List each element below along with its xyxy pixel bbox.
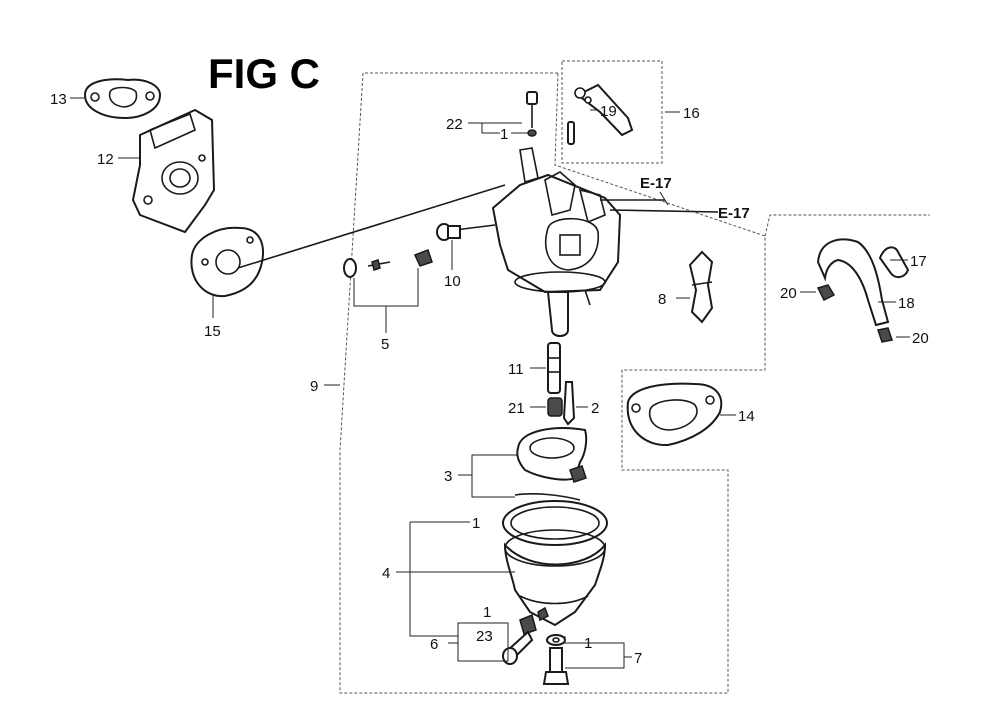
callout-18: 18	[898, 295, 915, 312]
callout-11: 11	[508, 361, 524, 378]
callout-17: 17	[910, 253, 927, 270]
part-15-gasket	[190, 184, 506, 298]
callout-3: 3	[444, 468, 452, 485]
carburetor-body	[454, 147, 719, 337]
callout-10: 10	[444, 273, 461, 290]
part-11-jet	[547, 342, 561, 394]
callout-16: 16	[683, 105, 700, 122]
reference-e17-upper: E-17	[640, 175, 672, 192]
part-19-pin	[567, 121, 575, 145]
part-21-nozzle	[547, 397, 563, 417]
part-5-pilot-screw-set	[343, 249, 433, 278]
callout-1-drain: 1	[483, 604, 491, 621]
part-10-screw	[436, 223, 461, 241]
callout-2: 2	[591, 400, 599, 417]
part-7-bolt	[542, 634, 570, 685]
callout-6: 6	[430, 636, 438, 653]
part-4-float-chamber	[502, 500, 608, 627]
callout-1-gasket: 1	[472, 515, 480, 532]
callout-19: 19	[600, 103, 617, 120]
callout-22: 22	[446, 116, 463, 133]
part-14-gasket	[626, 382, 723, 447]
part-12-bracket	[131, 108, 216, 234]
callout-9: 9	[310, 378, 318, 395]
callout-20-right: 20	[912, 330, 929, 347]
part-6-drain-screw	[502, 613, 537, 665]
callout-7: 7	[634, 650, 642, 667]
reference-e17-lower: E-17	[718, 205, 750, 222]
callout-23: 23	[476, 628, 493, 645]
hose-group-boundary	[764, 214, 930, 237]
part-8-clip	[688, 250, 714, 324]
callout-labels: 13 12 15 22 1 19 16 E-17 E-17 10 5 8 9 1…	[50, 91, 929, 667]
part-20-clamp	[816, 284, 893, 343]
part-17-hose	[878, 246, 910, 278]
callout-13: 13	[50, 91, 67, 108]
callout-12: 12	[97, 151, 114, 168]
part-13-gasket	[83, 78, 162, 120]
callout-15: 15	[204, 323, 221, 340]
part-16-choke-lever	[574, 83, 634, 137]
callout-14: 14	[738, 408, 755, 425]
part-2-needle	[562, 381, 576, 426]
callout-1-top: 1	[500, 126, 508, 143]
callout-20-left: 20	[780, 285, 797, 302]
callout-1-bolt: 1	[584, 635, 592, 652]
part-22-screw	[526, 91, 538, 137]
assembly-boundary	[339, 72, 766, 694]
callout-21: 21	[508, 400, 525, 417]
leader-lines	[70, 97, 910, 669]
callout-5: 5	[381, 336, 389, 353]
part-3-float	[514, 427, 588, 501]
part-18-hose	[816, 238, 890, 327]
figure-title: FIG C	[208, 50, 320, 97]
lever-group-box	[561, 60, 663, 164]
callout-4: 4	[382, 565, 390, 582]
callout-8: 8	[658, 291, 666, 308]
